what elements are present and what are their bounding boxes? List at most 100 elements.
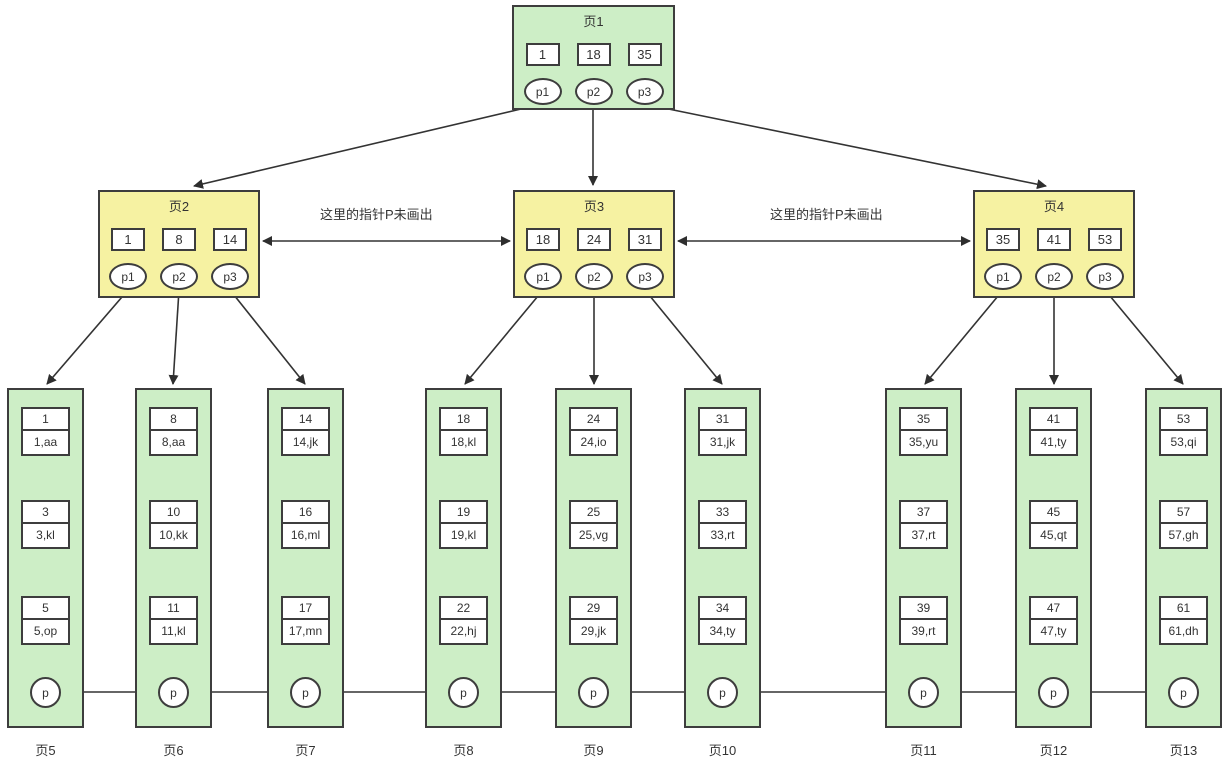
leaf-pointer: p — [158, 677, 189, 708]
leaf-label: 页12 — [1039, 743, 1068, 758]
record-key: 45 — [1031, 502, 1076, 524]
key-cell: 18 — [526, 228, 560, 251]
leaf-label: 页10 — [708, 743, 737, 758]
record-value: 47,ty — [1040, 624, 1067, 638]
leaf-pointer: p — [1168, 677, 1199, 708]
leaf-pointer: p — [290, 677, 321, 708]
pointer-row: p1 p2 p3 — [975, 263, 1133, 290]
pointer-cell: p3 — [626, 263, 664, 290]
pointer-cell: p3 — [1086, 263, 1124, 290]
record-value: 1,aa — [33, 435, 58, 449]
record: 11 11,kl — [149, 596, 198, 645]
node-title: 页2 — [168, 199, 190, 214]
pointer-cell: p3 — [211, 263, 249, 290]
annotation-pointer-not-drawn-right: 这里的指针P未画出 — [770, 207, 883, 222]
record: 29 29,jk — [569, 596, 618, 645]
record-key: 10 — [151, 502, 196, 524]
pointer-cell: p1 — [109, 263, 147, 290]
record: 19 19,kl — [439, 500, 488, 549]
leaf-label: 页5 — [35, 743, 56, 758]
record-key: 22 — [441, 598, 486, 620]
record-value: 25,vg — [578, 528, 609, 542]
record: 37 37,rt — [899, 500, 948, 549]
record-value: 11,kl — [161, 624, 186, 638]
record-key: 37 — [901, 502, 946, 524]
leaf-pointer: p — [30, 677, 61, 708]
record: 39 39,rt — [899, 596, 948, 645]
record-key: 25 — [571, 502, 616, 524]
pointer-row: p1 p2 p3 — [100, 263, 258, 290]
record-key: 53 — [1161, 409, 1206, 431]
leaf-label: 页13 — [1169, 743, 1198, 758]
record-value: 22,hj — [450, 624, 477, 638]
record-key: 24 — [571, 409, 616, 431]
record-value: 18,kl — [450, 435, 477, 449]
pointer-cell: p2 — [575, 263, 613, 290]
record-key: 18 — [441, 409, 486, 431]
node-title: 页1 — [583, 14, 604, 29]
record-value: 29,jk — [580, 624, 607, 638]
key-cell: 41 — [1037, 228, 1071, 251]
node-title: 页4 — [1043, 199, 1065, 214]
record-key: 3 — [23, 502, 68, 524]
pointer-cell: p1 — [523, 78, 562, 105]
record-key: 41 — [1031, 409, 1076, 431]
arrow-page2-to-page7 — [229, 289, 306, 385]
record-value: 53,qi — [1170, 435, 1197, 449]
record-key: 29 — [571, 598, 616, 620]
record-value: 39,rt — [911, 624, 936, 638]
internal-node-page4: 页4 35 41 53 p1 p2 p3 — [973, 190, 1135, 298]
record-key: 47 — [1031, 598, 1076, 620]
pointer-cell: p1 — [524, 263, 562, 290]
record: 18 18,kl — [439, 407, 488, 456]
record-value: 34,ty — [709, 624, 736, 638]
pointer-row: p1 p2 p3 — [514, 78, 673, 105]
record-key: 39 — [901, 598, 946, 620]
pointer-cell: p2 — [1035, 263, 1073, 290]
arrow-page2-to-page5 — [46, 289, 129, 385]
record-value: 35,yu — [908, 435, 939, 449]
record-value: 37,rt — [911, 528, 936, 542]
record-key: 16 — [283, 502, 328, 524]
record-value: 33,rt — [710, 528, 735, 542]
record-key: 57 — [1161, 502, 1206, 524]
leaf-label: 页9 — [583, 743, 604, 758]
key-cell: 35 — [627, 43, 662, 66]
record-key: 11 — [151, 598, 196, 620]
record-value: 45,qt — [1040, 528, 1067, 542]
key-row: 35 41 53 — [975, 228, 1133, 251]
record: 45 45,qt — [1029, 500, 1078, 549]
key-cell: 8 — [162, 228, 196, 251]
record-key: 19 — [441, 502, 486, 524]
record-value: 19,kl — [450, 528, 477, 542]
key-row: 1 18 35 — [514, 43, 673, 66]
record-key: 5 — [23, 598, 68, 620]
record-key: 14 — [283, 409, 328, 431]
key-cell: 1 — [525, 43, 560, 66]
record: 53 53,qi — [1159, 407, 1208, 456]
leaf-label: 页6 — [163, 743, 184, 758]
pointer-cell: p3 — [625, 78, 664, 105]
key-cell: 31 — [628, 228, 662, 251]
record: 25 25,vg — [569, 500, 618, 549]
arrow-page2-to-page6 — [168, 289, 180, 385]
record-key: 17 — [283, 598, 328, 620]
leaf-pointer: p — [707, 677, 738, 708]
record-value: 17,mn — [288, 624, 323, 638]
